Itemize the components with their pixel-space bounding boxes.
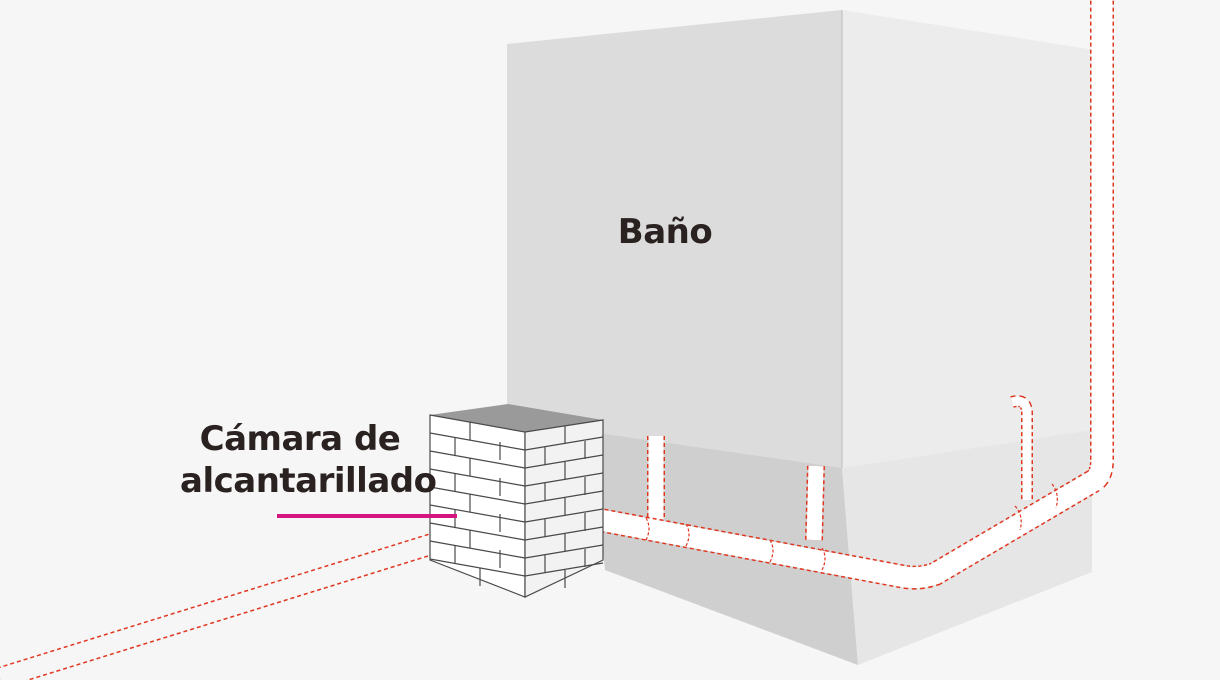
chamber-right-face [524,419,604,598]
house-front-face [507,10,842,468]
chamber-label: Cámara de alcantarillado [180,418,437,502]
room-label: Baño [617,212,713,252]
house-side-face [842,10,1095,468]
sewer-chamber [429,404,604,598]
sewer-outlet-pipe [0,529,449,680]
chamber-label-line1: Cámara de [199,419,401,459]
vent-pipe-stub [1010,395,1033,500]
chamber-top [430,404,603,432]
drop-pipe-right [805,465,825,541]
chamber-label-line2: alcantarillado [180,461,437,501]
main-drain-pipe [565,0,1114,590]
chamber-left-face [429,414,526,598]
